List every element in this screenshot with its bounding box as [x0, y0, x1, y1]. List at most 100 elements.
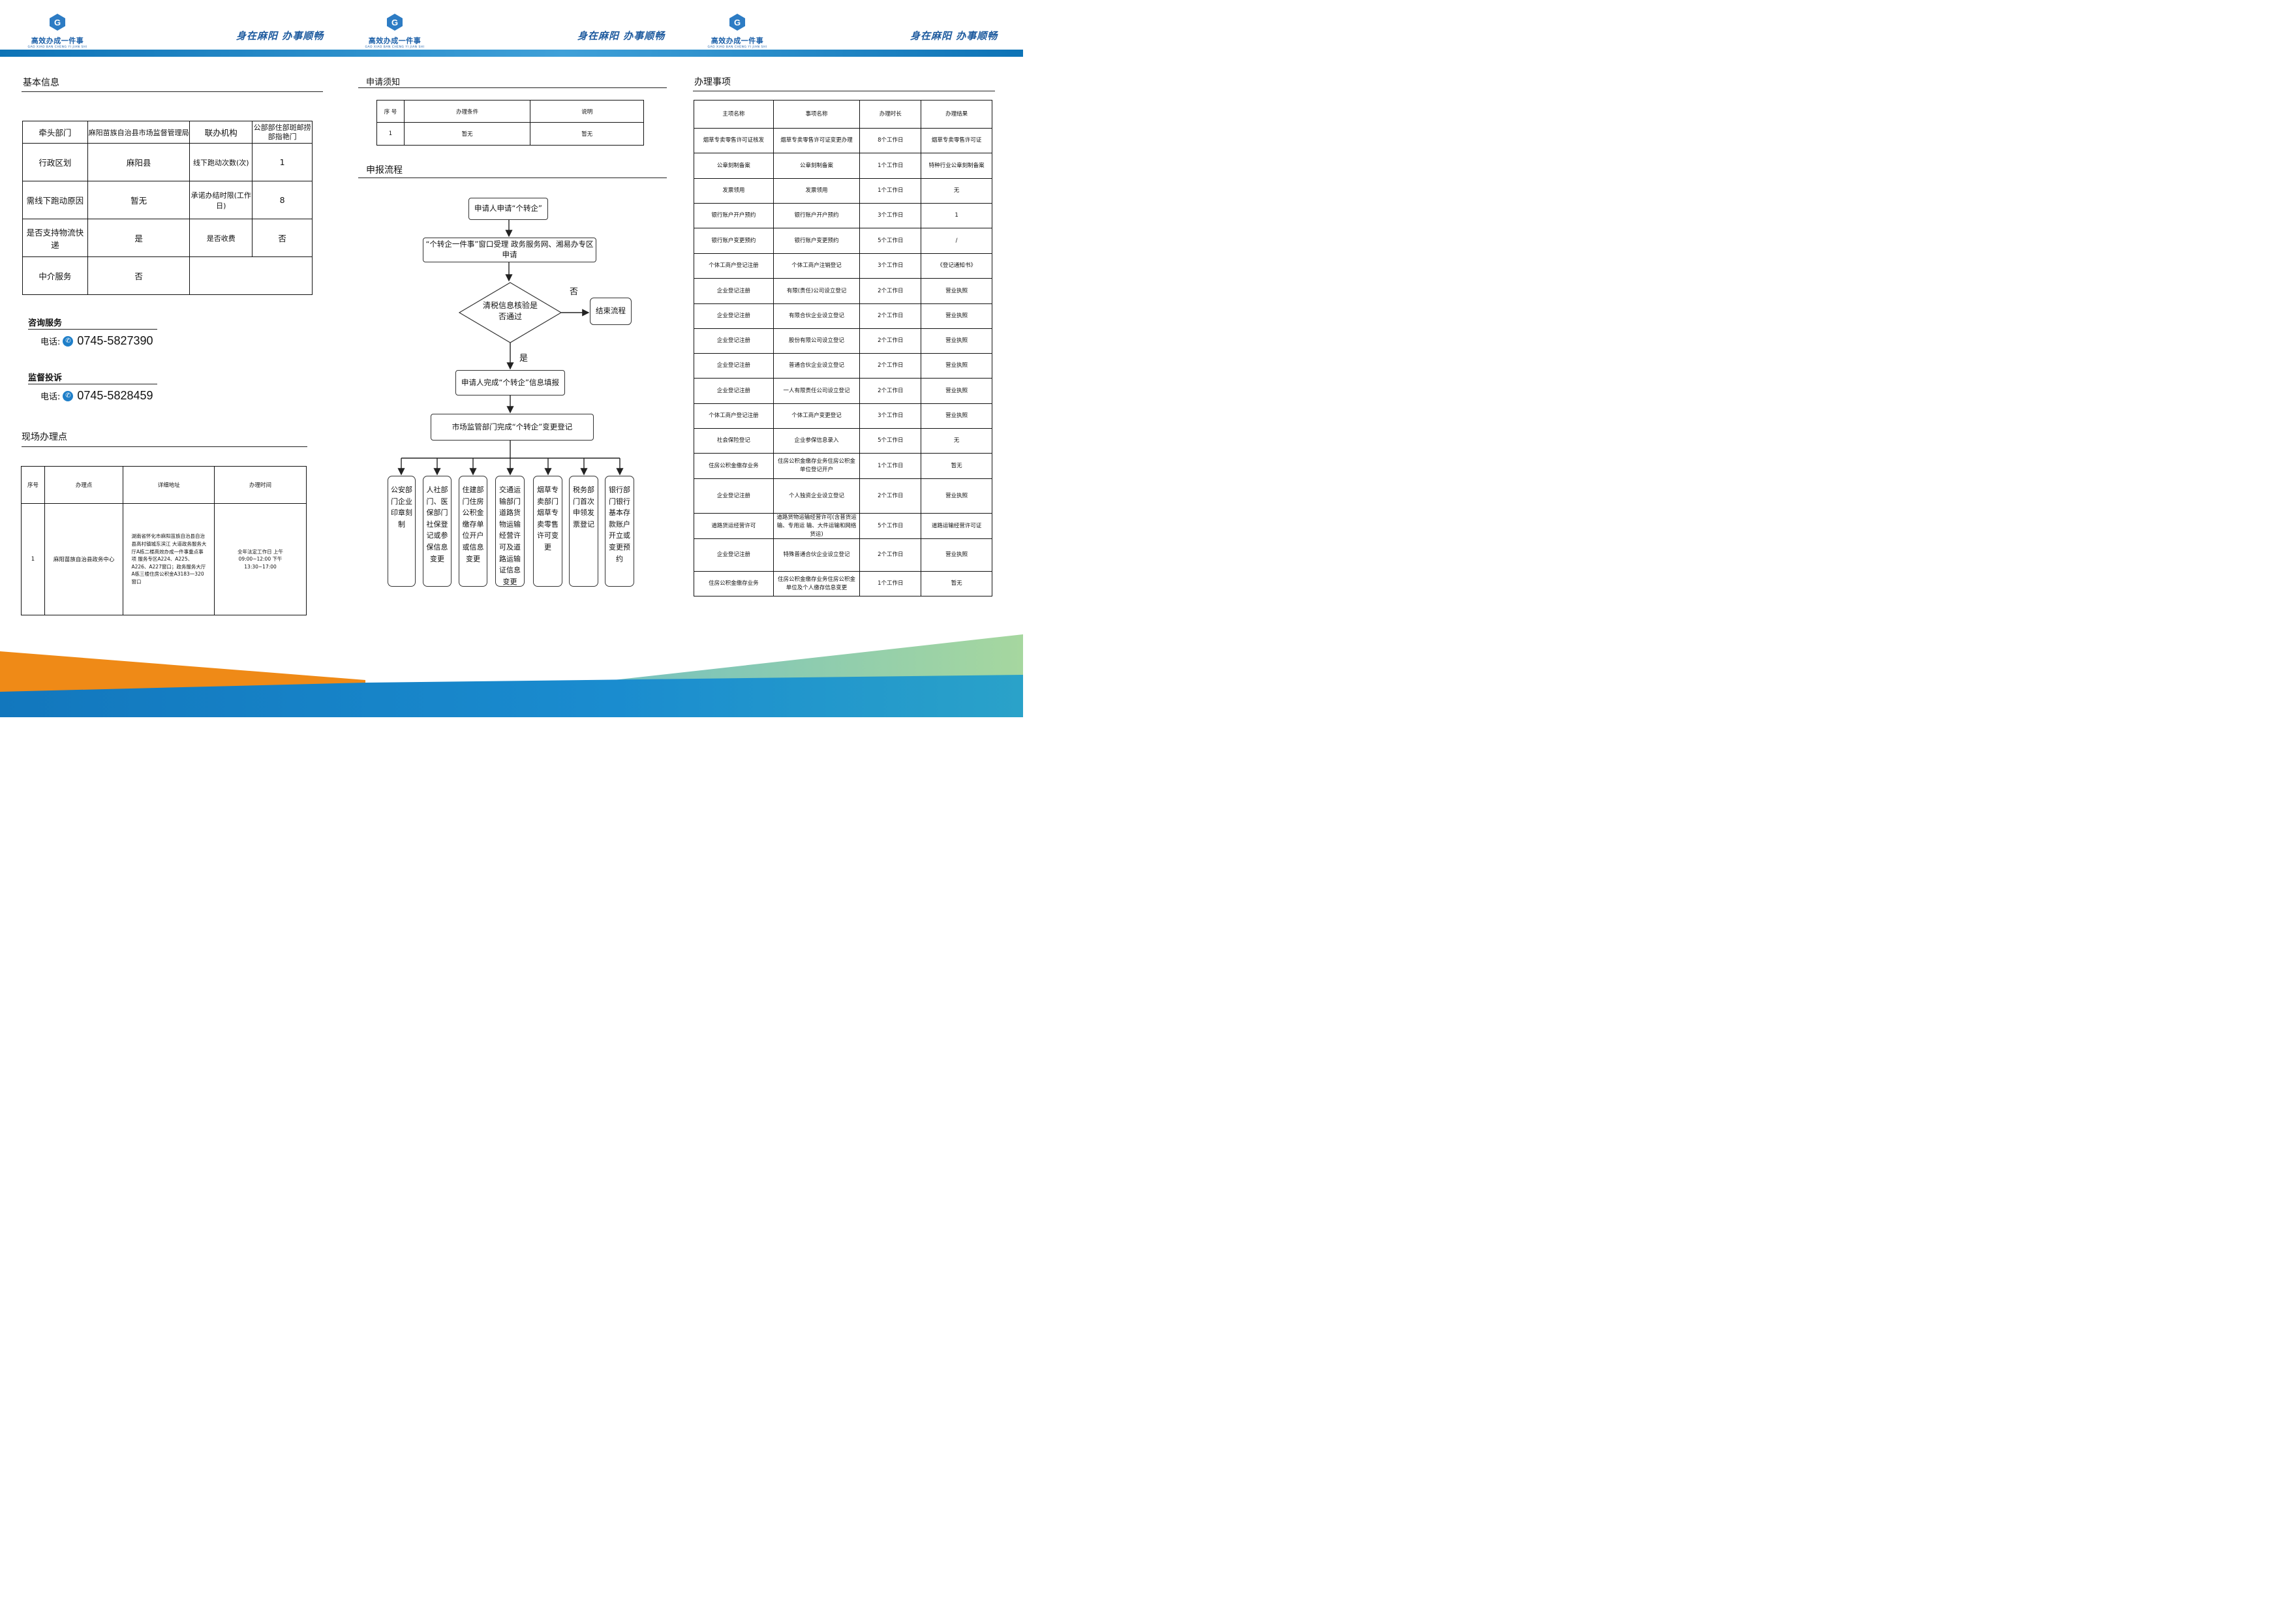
table-cell: 2个工作日: [859, 378, 922, 404]
table-cell: 无: [921, 178, 992, 204]
table-cell: 线下跑动次数(次): [189, 143, 253, 181]
phone-label: 电话:: [40, 392, 61, 402]
table-cell: 银行账户开户预约: [773, 203, 861, 228]
table-cell: 股份有限公司设立登记: [773, 328, 861, 354]
table-row: 道路货运经营许可道路货物运输经营许可(含普货运输、专用运 输、大件运输和网络货运…: [694, 512, 992, 540]
table-cell: 烟草专卖零售许可证: [921, 128, 992, 153]
table-cell: 营业执照: [921, 328, 992, 354]
section-divider: [358, 87, 667, 88]
table-cell: 特种行业公章刻制备案: [921, 153, 992, 179]
items-table: 主项名称事项名称办理时长办理结果烟草专卖零售许可证核发烟草专卖零售许可证变更办理…: [694, 100, 992, 597]
table-cell: 企业登记注册: [694, 378, 774, 404]
table-cell: 否: [252, 219, 313, 257]
table-cell: 湖南省怀化市麻阳苗族自治县自治县高村镇城东滨江 大道政务服务大厅A栋二楼高效办成…: [123, 503, 215, 615]
flow-yes-label: 是: [519, 354, 528, 364]
table-header: 详细地址: [123, 466, 215, 504]
table-cell: 3个工作日: [859, 203, 922, 228]
table-cell: 1个工作日: [859, 453, 922, 479]
notice-title: 申请须知: [366, 78, 401, 87]
table-cell: 一人有限责任公司设立登记: [773, 378, 861, 404]
table-cell: 是否支持物流快递: [22, 219, 88, 257]
table-cell: 道路货运经营许可: [694, 512, 774, 540]
table-cell: 个体工商户变更登记: [773, 403, 861, 429]
table-cell: 营业执照: [921, 478, 992, 514]
flow-decision-text: 清税信息核验是否通过: [483, 301, 538, 322]
logo-subtext: GAO XIAO BAN CHENG YI JIAN SHI: [365, 46, 425, 49]
logo-hex-icon: G: [50, 14, 65, 31]
flowchart-connectors: [397, 220, 624, 476]
table-cell: 2个工作日: [859, 303, 922, 329]
flow-step-apply: 申请人申请“个转企”: [468, 198, 548, 220]
flow-step-fill: 申请人完成“个转企”信息填报: [455, 370, 565, 395]
slogan: 身在麻阳 办事顺畅: [236, 30, 324, 42]
table-cell: 营业执照: [921, 403, 992, 429]
table-cell: 银行账户开户预约: [694, 203, 774, 228]
table-header: 主项名称: [694, 100, 774, 129]
supervise-title: 监督投诉: [28, 373, 63, 383]
table-cell: 暂无: [530, 122, 644, 146]
table-cell: 2个工作日: [859, 278, 922, 304]
flow-branch-bank: 银行部门银行基本存款账户开立或变更预约: [605, 476, 634, 587]
table-cell: 住房公积金缴存业务: [694, 571, 774, 597]
bottom-wave-decoration: [0, 634, 1023, 717]
consult-phone: 电话: ✆ 0745-5827390: [40, 334, 153, 348]
table-cell: 普通合伙企业设立登记: [773, 353, 861, 379]
consult-title: 咨询服务: [28, 318, 63, 328]
phone-label: 电话:: [40, 337, 61, 347]
table-cell: 社会保险登记: [694, 428, 774, 454]
table-cell: 企业登记注册: [694, 478, 774, 514]
flow-end: 结束流程: [590, 298, 632, 325]
flow-branch-transport: 交通运输部门道路货物运输经营许可及道路运输证信息变更: [495, 476, 525, 587]
table-cell: 麻阳苗族自治县政务中心: [44, 503, 124, 615]
logo: G 高效办成一件事 GAO XIAO BAN CHENG YI JIAN SHI: [701, 13, 773, 49]
flow-branch-tax: 税务部门首次申领发票登记: [569, 476, 598, 587]
table-cell: 暂无: [87, 181, 191, 219]
table-cell: 烟草专卖零售许可证变更办理: [773, 128, 861, 153]
table-cell: 8: [252, 181, 313, 219]
phone-number[interactable]: 0745-5827390: [77, 334, 153, 347]
table-row: 是否支持物流快递 是 是否收费 否: [22, 219, 313, 257]
section-divider: [22, 446, 307, 447]
header-bar: [0, 50, 1023, 57]
table-cell: 1个工作日: [859, 153, 922, 179]
table-cell: 住房公积金缴存业务: [694, 453, 774, 479]
section-divider: [28, 329, 157, 330]
table-cell: 有限(责任)公司设立登记: [773, 278, 861, 304]
table-cell: 个人独资企业设立登记: [773, 478, 861, 514]
table-cell: 住房公积金缴存业务住房公积金单位及个人缴存信息变更: [773, 571, 861, 597]
supervise-phone: 电话: ✆ 0745-5828459: [40, 389, 153, 403]
logo: G 高效办成一件事 GAO XIAO BAN CHENG YI JIAN SHI: [22, 13, 93, 49]
table-cell: 企业登记注册: [694, 278, 774, 304]
table-cell: 1: [21, 503, 45, 615]
table-cell: 公章刻制备案: [773, 153, 861, 179]
table-cell: 个体工商户注销登记: [773, 253, 861, 279]
table-cell: [189, 256, 313, 295]
table-cell: 暂无: [403, 122, 531, 146]
logo-hex-icon: G: [387, 14, 403, 31]
svg-text:G: G: [734, 18, 741, 27]
table-cell: 5个工作日: [859, 512, 922, 540]
table-row: 1 麻阳苗族自治县政务中心 湖南省怀化市麻阳苗族自治县自治县高村镇城东滨江 大道…: [21, 503, 307, 615]
table-cell: 发票领用: [773, 178, 861, 204]
table-cell: 营业执照: [921, 353, 992, 379]
table-cell: 2个工作日: [859, 478, 922, 514]
table-row: 中介服务 否: [22, 256, 313, 295]
site-table: 序号 办理点 详细地址 办理时间 1 麻阳苗族自治县政务中心 湖南省怀化市麻阳苗…: [21, 466, 307, 615]
table-cell: 企业登记注册: [694, 328, 774, 354]
table-row: 序号 办理点 详细地址 办理时间: [21, 466, 307, 504]
table-cell: 2个工作日: [859, 538, 922, 572]
phone-number[interactable]: 0745-5828459: [77, 389, 153, 402]
table-cell: 特殊普通合伙企业设立登记: [773, 538, 861, 572]
table-cell: 无: [921, 428, 992, 454]
